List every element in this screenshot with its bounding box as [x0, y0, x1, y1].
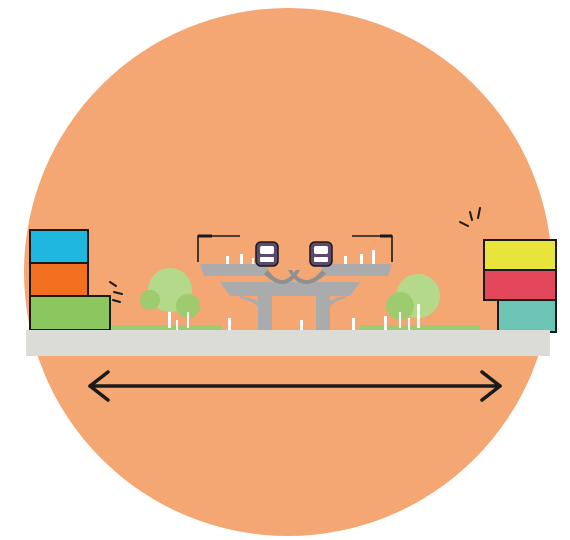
left-building-top [29, 229, 89, 264]
sign-bracket-right [352, 234, 393, 262]
street-ground [26, 330, 550, 356]
sign-bracket-left [197, 234, 240, 262]
left-buildings [29, 229, 111, 331]
right-building-bottom [497, 299, 557, 333]
right-building-middle [483, 269, 557, 301]
left-building-middle [29, 262, 89, 297]
double-headed-arrow-icon [88, 370, 502, 402]
car-icon [309, 241, 333, 267]
right-building-top [483, 239, 557, 271]
car-icon [255, 241, 279, 267]
noise-lines-icon [459, 207, 481, 227]
noise-lines-icon [109, 281, 123, 303]
trees-left [140, 268, 200, 328]
trees-right [386, 274, 440, 328]
viaduct [200, 264, 392, 330]
backdrop-circle [24, 8, 552, 536]
left-building-bottom [29, 295, 111, 331]
grass-strip-left [112, 325, 222, 331]
right-buildings [483, 239, 557, 333]
pedestrians [176, 250, 410, 330]
